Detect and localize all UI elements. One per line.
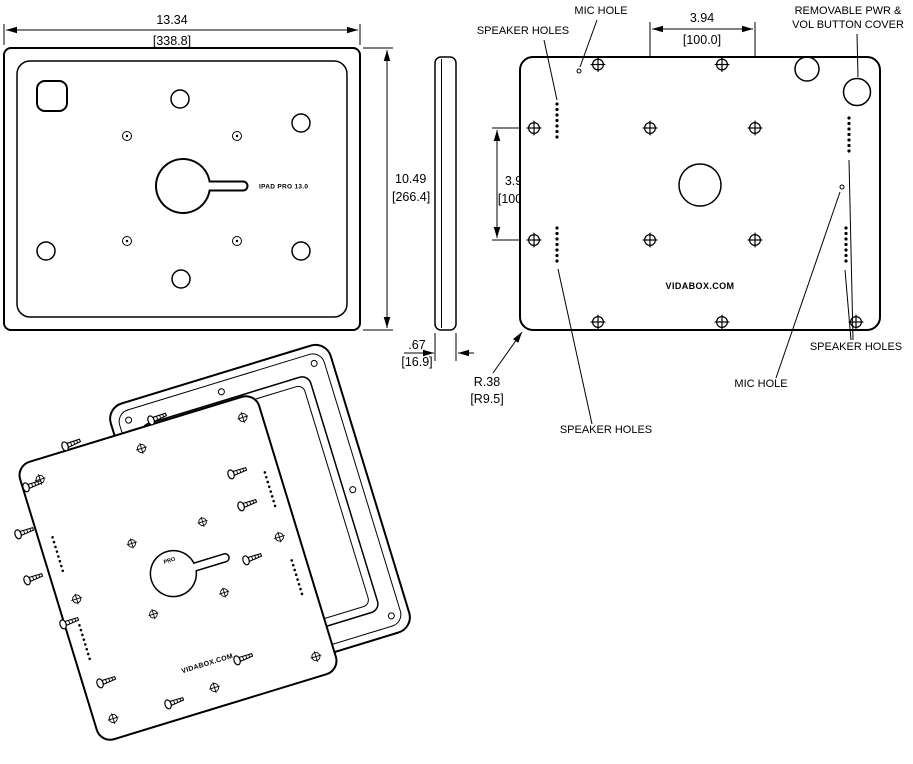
mount-hole [291, 241, 311, 261]
dim-radius-in: R.38 [474, 375, 500, 389]
label-speaker-holes-top: SPEAKER HOLES [477, 25, 569, 37]
plate-keyhole [149, 549, 230, 598]
back-plate: PRO VIDABOX.COM [18, 395, 338, 741]
label-speaker-holes-right: SPEAKER HOLES [810, 341, 902, 353]
dim-vesa-h-in: 3.94 [690, 11, 714, 25]
callout-mic-top: MIC HOLE [574, 5, 628, 68]
keyhole-slot [154, 158, 249, 214]
side-outline [434, 56, 457, 331]
back-view: 3.94 [100.0] 3.94 [100.0] [492, 11, 881, 331]
front-inner-outline [16, 60, 348, 318]
mount-hole [170, 89, 190, 109]
camera-hole-back [794, 56, 820, 82]
dim-height-mm: [266.4] [392, 190, 430, 204]
label-mic-hole-top: MIC HOLE [574, 5, 627, 17]
brand-text-back: VIDABOX.COM [666, 281, 735, 291]
mic-hole-top [576, 68, 582, 74]
callout-mic-bottom: MIC HOLE [734, 191, 841, 390]
back-outline [519, 56, 881, 331]
callout-speaker-bottom: SPEAKER HOLES [557, 268, 652, 436]
dim-width-mm: [338.8] [153, 34, 191, 48]
callout-speaker-top-left: SPEAKER HOLES [477, 25, 569, 101]
center-access-hole [678, 163, 722, 207]
mount-hole [171, 269, 191, 289]
plate-speaker-holes [51, 536, 66, 577]
dim-width: 13.34 [338.8] [3, 13, 361, 48]
callout-removable-cover: REMOVABLE PWR & VOL BUTTON COVER [792, 5, 904, 78]
plate-speaker-holes [78, 624, 93, 665]
mic-hole-right [839, 184, 845, 190]
dim-depth-in: .67 [408, 338, 425, 352]
dim-vesa-h-mm: [100.0] [683, 33, 721, 47]
dim-height-in: 10.49 [395, 172, 426, 186]
callouts: SPEAKER HOLES MIC HOLE REMOVABLE PWR & V… [470, 5, 904, 436]
label-removable-cover-2: VOL BUTTON COVER [792, 19, 904, 31]
plate-speaker-holes [263, 471, 278, 512]
dim-radius-mm: [R9.5] [470, 392, 503, 406]
callout-speaker-right: SPEAKER HOLES [810, 159, 902, 353]
side-view [434, 56, 457, 331]
plate-pro-text: PRO [163, 556, 177, 565]
dim-depth-mm: [16.9] [401, 355, 432, 369]
exploded-view: PRO VIDABOX.COM [13, 343, 411, 741]
pwr-vol-button-cover [842, 77, 872, 107]
callout-corner-radius: R.38 [R9.5] [470, 331, 523, 406]
label-mic-hole-bottom: MIC HOLE [734, 378, 787, 390]
dim-depth: .67 [16.9] [401, 333, 474, 369]
front-view: IPAD PRO 13.0 [3, 47, 361, 331]
dim-width-in: 13.34 [156, 13, 187, 27]
camera-cutout [36, 80, 68, 112]
mount-hole [291, 113, 311, 133]
dim-height: 10.49 [266.4] [363, 47, 430, 331]
vesa-holes-front [122, 131, 242, 246]
label-speaker-holes-bottom: SPEAKER HOLES [560, 424, 652, 436]
mount-hole [36, 241, 56, 261]
label-removable-cover-1: REMOVABLE PWR & [795, 5, 902, 17]
model-text: IPAD PRO 13.0 [259, 184, 308, 191]
plate-speaker-holes [290, 559, 305, 600]
